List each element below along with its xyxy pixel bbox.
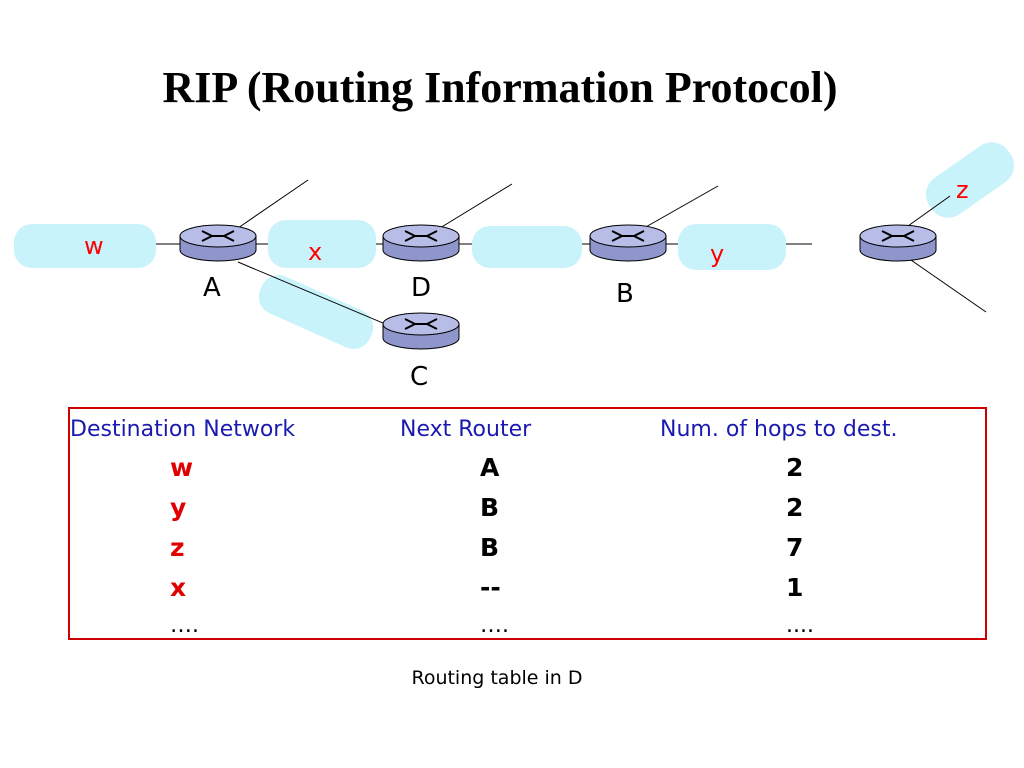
network-blob-a-c: [258, 275, 374, 349]
link-right-z: [907, 195, 951, 227]
link-a-c: [237, 261, 391, 327]
row-w-hops: 2: [786, 453, 804, 482]
network-blob-w: [14, 224, 156, 268]
router-b: [589, 224, 667, 262]
network-blob-y: [678, 224, 786, 270]
network-label-y: y: [710, 240, 724, 268]
row-w-next-router: A: [480, 453, 500, 482]
row-x-next-router: --: [480, 573, 501, 602]
router-label-c: C: [410, 362, 428, 392]
row-more-destination: ….: [170, 613, 199, 638]
router-a: [179, 224, 257, 262]
routing-table: Destination Network Next Router Num. of …: [68, 407, 987, 640]
header-num-hops: Num. of hops to dest.: [660, 417, 898, 442]
header-destination-network: Destination Network: [70, 417, 296, 442]
network-blob-between-d-b: [472, 226, 582, 268]
router-d: [382, 224, 460, 262]
row-x-hops: 1: [786, 573, 804, 602]
network-label-x: x: [308, 238, 322, 266]
link-b-up: [643, 185, 719, 229]
row-y-next-router: B: [480, 493, 500, 522]
router-label-b: B: [616, 279, 634, 309]
table-caption: Routing table in D: [411, 667, 583, 689]
router-z-side: [859, 224, 937, 262]
link-right-down: [907, 257, 987, 313]
router-c: [382, 312, 460, 350]
router-label-d: D: [411, 273, 431, 303]
row-y-hops: 2: [786, 493, 804, 522]
row-more-next-router: ….: [480, 613, 509, 638]
network-label-z: z: [956, 176, 969, 204]
row-w-destination: w: [170, 453, 194, 482]
row-more-hops: ....: [786, 613, 814, 638]
slide-title: RIP (Routing Information Protocol): [162, 63, 838, 112]
network-label-w: w: [84, 232, 104, 260]
network-diagram: w x y z A D B C: [14, 142, 1015, 392]
row-z-destination: z: [170, 533, 185, 562]
row-z-hops: 7: [786, 533, 804, 562]
network-blob-z: [925, 142, 1015, 218]
router-label-a: A: [203, 273, 221, 303]
header-next-router: Next Router: [400, 417, 532, 442]
row-z-next-router: B: [480, 533, 500, 562]
row-y-destination: y: [170, 493, 187, 522]
network-blob-x: [268, 220, 376, 268]
row-x-destination: x: [170, 573, 187, 602]
link-a-up: [237, 179, 309, 229]
link-d-up: [439, 183, 513, 229]
